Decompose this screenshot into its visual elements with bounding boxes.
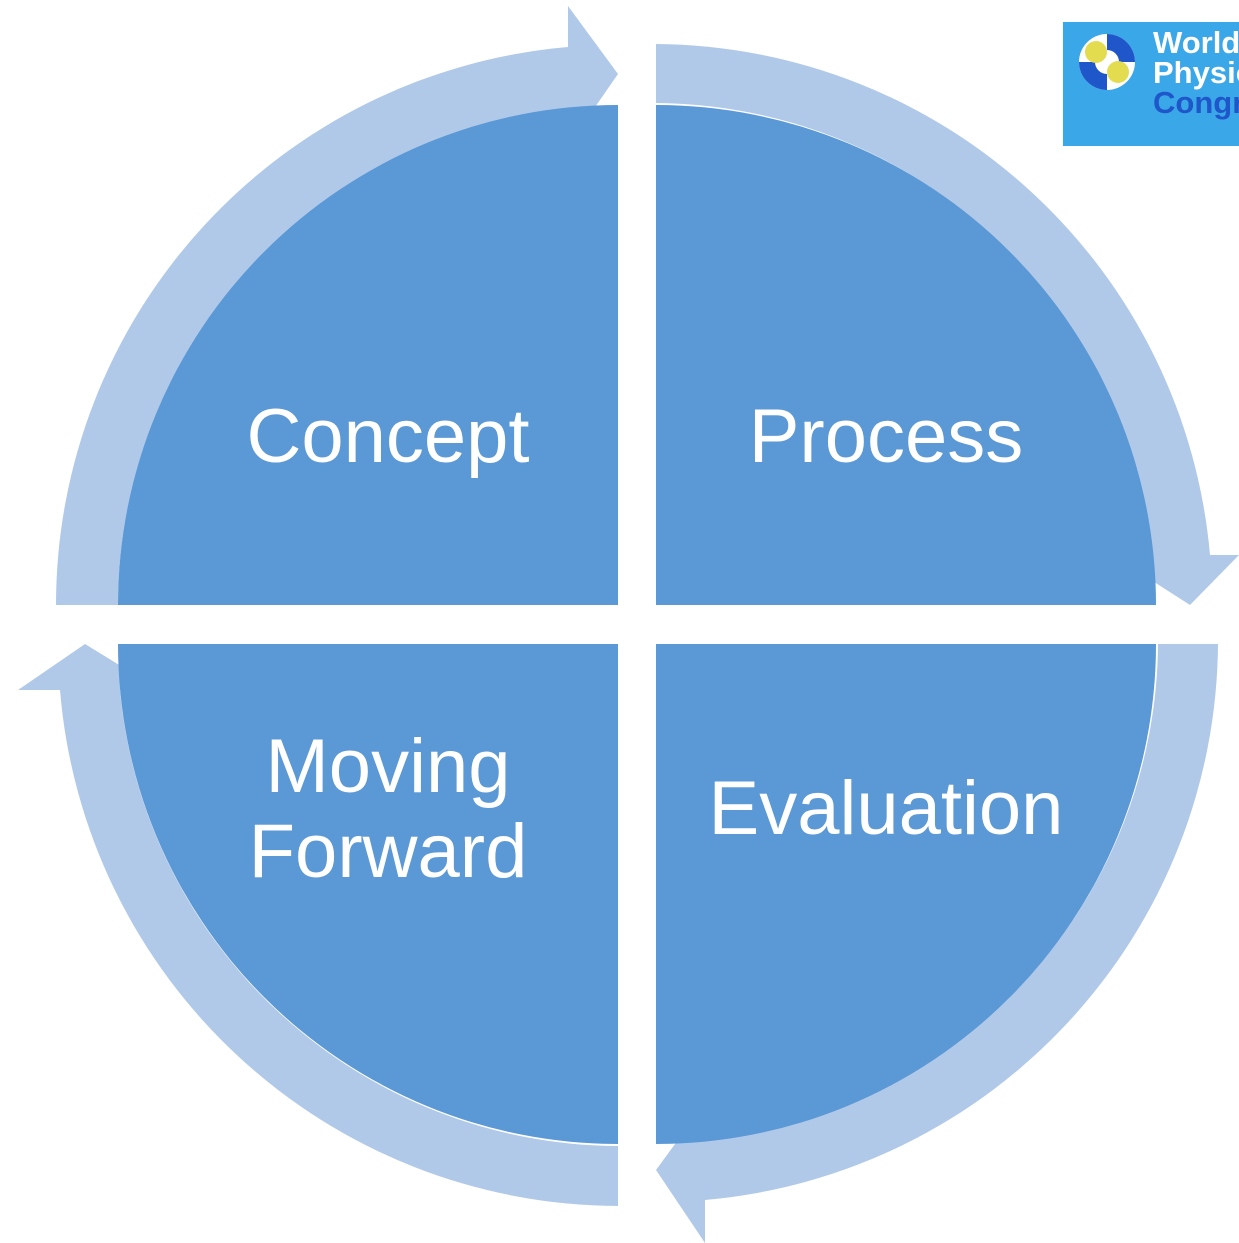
arrow-evaluation-to-moving-forward [656, 644, 1218, 1243]
quadrant-concept [118, 105, 618, 605]
congress-logo-text: World Physio Congress [1153, 25, 1239, 120]
label-evaluation: Evaluation [709, 766, 1064, 851]
label-forward: Forward [249, 809, 528, 894]
cycle-arrows [18, 6, 1239, 1243]
congress-logo-mark-icon [1079, 34, 1135, 90]
logo-line-congress: Congress [1153, 85, 1239, 120]
arrow-concept-to-process [55, 6, 618, 605]
quadrant-evaluation [656, 644, 1156, 1144]
quadrant-process [656, 105, 1156, 605]
logo-line-world: World [1153, 25, 1239, 60]
label-concept: Concept [246, 394, 529, 479]
arrow-moving-forward-to-concept [18, 644, 618, 1206]
quadrants [118, 105, 1156, 1144]
congress-logo: World Physio Congress [1063, 22, 1239, 146]
label-process: Process [749, 394, 1024, 479]
label-moving: Moving [266, 724, 511, 809]
quadrant-moving-forward [118, 644, 618, 1144]
logo-line-physio: Physio [1153, 55, 1239, 90]
arrow-process-to-evaluation [656, 44, 1239, 605]
